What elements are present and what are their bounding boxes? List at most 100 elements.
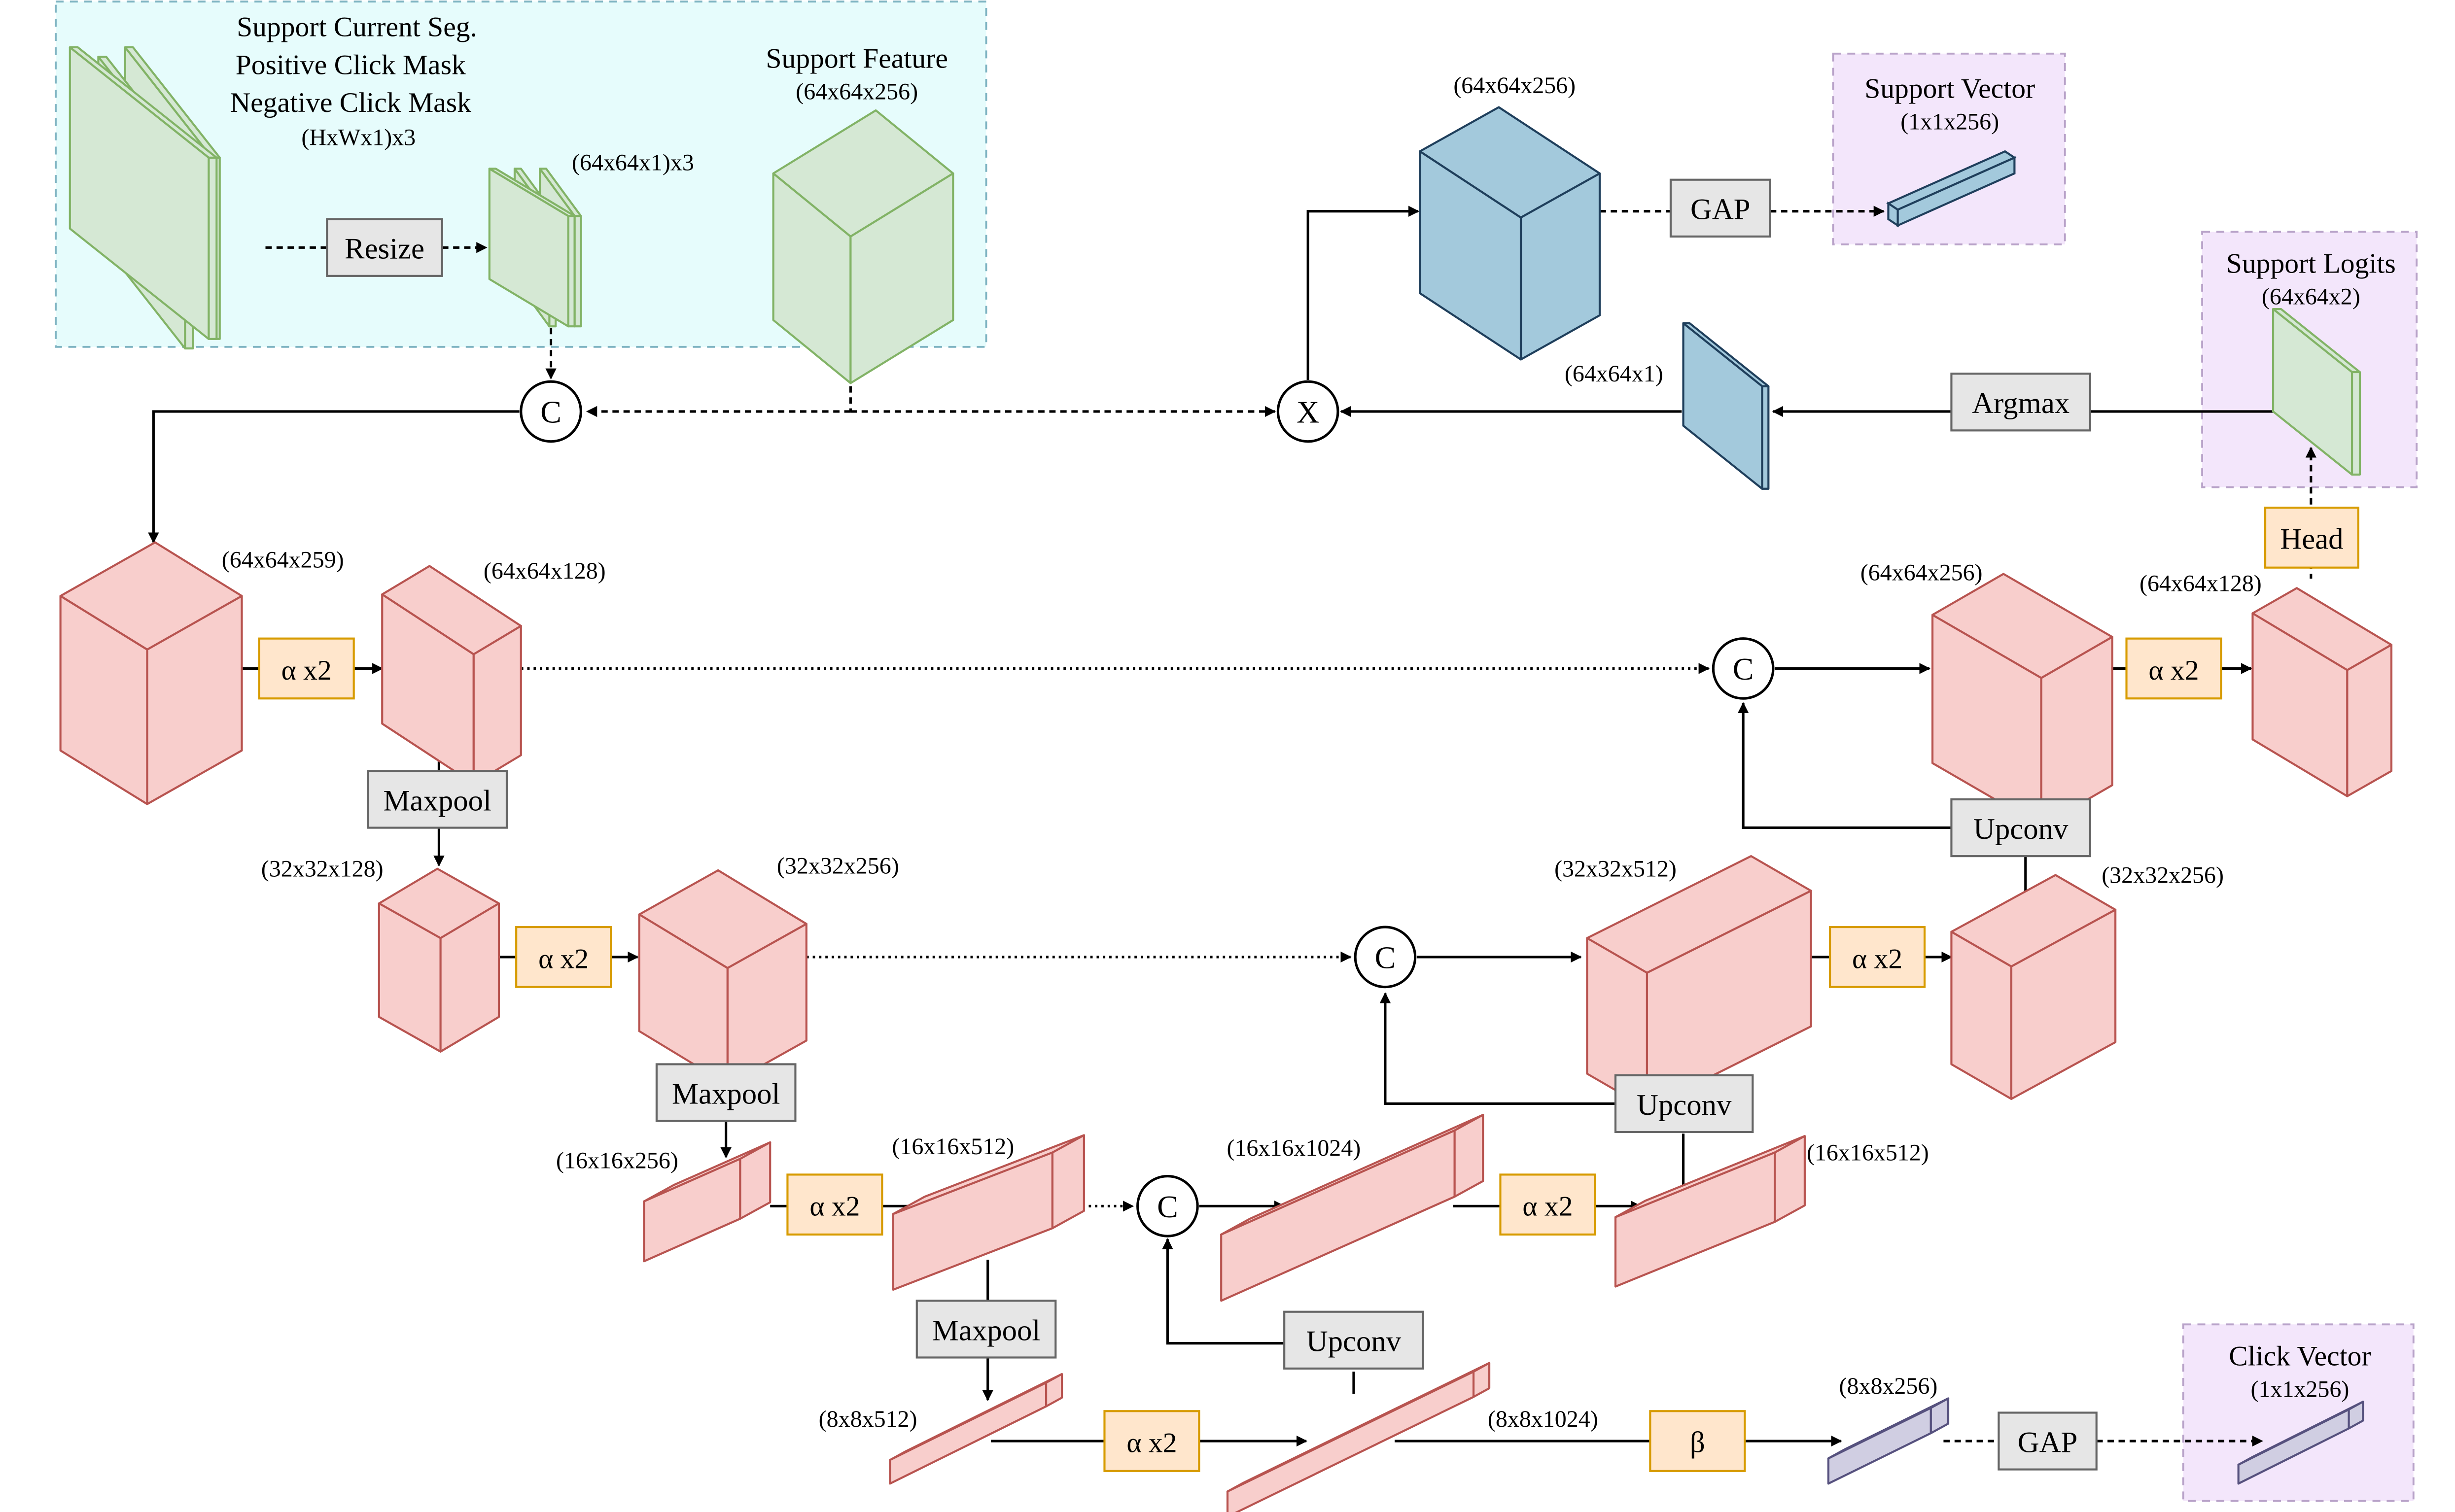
support-feature-cube — [772, 109, 954, 384]
svg-text:C: C — [1733, 652, 1754, 687]
dec2-out-dims: (32x32x256) — [2102, 862, 2224, 889]
resized-masks-dims: (64x64x1)x3 — [572, 150, 694, 176]
bottleneck-dims: (8x8x1024) — [1488, 1406, 1598, 1432]
dec1-out-dims: (64x64x128) — [2139, 571, 2262, 597]
masked-feature-cube — [1419, 106, 1601, 361]
support-input-dims: (HxWx1)x3 — [301, 124, 416, 150]
upconv-box-1: Upconv — [1950, 798, 2092, 858]
dec3-cat-bar — [1220, 1114, 1484, 1302]
support-vector-bar — [1886, 150, 2017, 228]
svg-text:GAP: GAP — [1690, 193, 1751, 226]
enc1-in-dims: (64x64x259) — [222, 547, 344, 573]
svg-text:α x2: α x2 — [281, 655, 332, 686]
support-logits-title: Support Logits — [2226, 248, 2396, 279]
svg-text:C: C — [540, 394, 561, 429]
enc3-in-bar — [643, 1141, 772, 1263]
alpha-box-e3: α x2 — [786, 1173, 883, 1236]
svg-text:Resize: Resize — [345, 233, 424, 266]
enc2-in-dims: (32x32x128) — [261, 856, 384, 882]
support-logits-slab — [2272, 308, 2361, 476]
click-vector-dims: (1x1x256) — [2251, 1376, 2350, 1402]
svg-text:Maxpool: Maxpool — [384, 784, 491, 817]
support-logits-dims: (64x64x2) — [2262, 283, 2360, 309]
beta-box: β — [1649, 1410, 1746, 1472]
svg-text:α x2: α x2 — [2148, 655, 2199, 686]
connectors — [148, 206, 2317, 1447]
enc3-out-dims: (16x16x512) — [892, 1134, 1014, 1160]
support-panel-title-line-3: Negative Click Mask — [230, 87, 472, 118]
support-vector-panel — [1832, 52, 2066, 245]
svg-text:Upconv: Upconv — [1637, 1089, 1732, 1122]
maxpool-box-3: Maxpool — [915, 1300, 1057, 1359]
dec3-cat-dims: (16x16x1024) — [1227, 1135, 1361, 1161]
alpha-box-bottleneck: α x2 — [1103, 1410, 1200, 1472]
enc1-in-cube — [59, 541, 243, 805]
multiply-operator: X — [1276, 380, 1339, 443]
dec2-cat-dims: (32x32x512) — [1554, 856, 1677, 882]
enc4-in-dims: (8x8x512) — [819, 1406, 917, 1432]
argmax-mask-dims: (64x64x1) — [1565, 361, 1663, 387]
click-vector-title: Click Vector — [2229, 1340, 2371, 1372]
concat-operator-top: C — [520, 380, 582, 443]
click-feature-bar — [1827, 1397, 1950, 1485]
dec3-out-bar — [1614, 1135, 1806, 1288]
masked-feature-dims: (64x64x256) — [1453, 72, 1576, 99]
svg-text:α x2: α x2 — [538, 943, 589, 974]
maxpool-box-2: Maxpool — [655, 1063, 797, 1122]
support-feature-dims: (64x64x256) — [796, 79, 918, 105]
head-box: Head — [2264, 507, 2359, 569]
svg-text:Upconv: Upconv — [1973, 813, 2069, 846]
upconv-box-2: Upconv — [1614, 1074, 1754, 1134]
dec2-cat-cube — [1586, 855, 1812, 1110]
argmax-mask-slab — [1682, 322, 1770, 490]
enc3-in-dims: (16x16x256) — [556, 1148, 678, 1174]
support-panel-title-line-1: Support Current Seg. — [237, 12, 477, 43]
svg-text:α x2: α x2 — [1522, 1191, 1573, 1222]
gap-box-bottom: GAP — [1998, 1411, 2098, 1471]
gap-box-top: GAP — [1669, 178, 1771, 238]
support-feature-title: Support Feature — [766, 43, 947, 74]
svg-text:β: β — [1690, 1426, 1705, 1459]
argmax-box: Argmax — [1950, 373, 2092, 432]
enc1-out-dims: (64x64x128) — [484, 558, 606, 584]
dec2-out-cube — [1950, 874, 2117, 1100]
concat-operator-d1: C — [1712, 637, 1775, 700]
dec3-out-dims: (16x16x512) — [1807, 1140, 1929, 1166]
enc2-in-cube — [378, 867, 500, 1053]
upconv-box-3: Upconv — [1283, 1310, 1424, 1370]
dec1-out-cube — [2251, 587, 2393, 797]
svg-text:Argmax: Argmax — [1972, 387, 2069, 420]
click-vector-bar — [2237, 1401, 2364, 1485]
bottleneck-bar — [1226, 1362, 1491, 1512]
support-panel-title-line-2: Positive Click Mask — [236, 49, 466, 80]
maxpool-box-1: Maxpool — [367, 770, 508, 829]
svg-text:Upconv: Upconv — [1306, 1325, 1402, 1358]
alpha-box-d2: α x2 — [1829, 926, 1926, 988]
svg-text:C: C — [1375, 940, 1396, 975]
concat-operator-d2: C — [1354, 926, 1417, 989]
svg-text:Maxpool: Maxpool — [672, 1077, 780, 1110]
concat-operator-d3: C — [1136, 1175, 1199, 1237]
svg-text:X: X — [1297, 394, 1319, 429]
enc3-out-bar — [892, 1134, 1085, 1291]
support-vector-title: Support Vector — [1864, 73, 2035, 104]
resize-box: Resize — [326, 218, 443, 277]
svg-text:Head: Head — [2280, 522, 2343, 555]
support-vector-dims: (1x1x256) — [1900, 108, 1999, 135]
alpha-box-e2: α x2 — [515, 926, 612, 988]
click-feature-dims: (8x8x256) — [1839, 1373, 1938, 1399]
svg-text:α x2: α x2 — [1126, 1427, 1177, 1458]
enc2-out-cube — [638, 869, 807, 1086]
resized-mask-1 — [488, 168, 576, 328]
alpha-box-d1: α x2 — [2125, 637, 2222, 700]
click-vector-panel — [2182, 1323, 2415, 1502]
enc4-bar — [889, 1373, 1063, 1485]
enc1-out-cube — [381, 565, 522, 785]
alpha-box-d3: α x2 — [1499, 1173, 1596, 1236]
dec1-cat-dims: (64x64x256) — [1860, 559, 1983, 585]
svg-text:C: C — [1157, 1189, 1178, 1224]
alpha-box-e1: α x2 — [258, 637, 355, 700]
enc2-out-dims: (32x32x256) — [777, 853, 899, 879]
svg-text:α x2: α x2 — [809, 1191, 860, 1222]
